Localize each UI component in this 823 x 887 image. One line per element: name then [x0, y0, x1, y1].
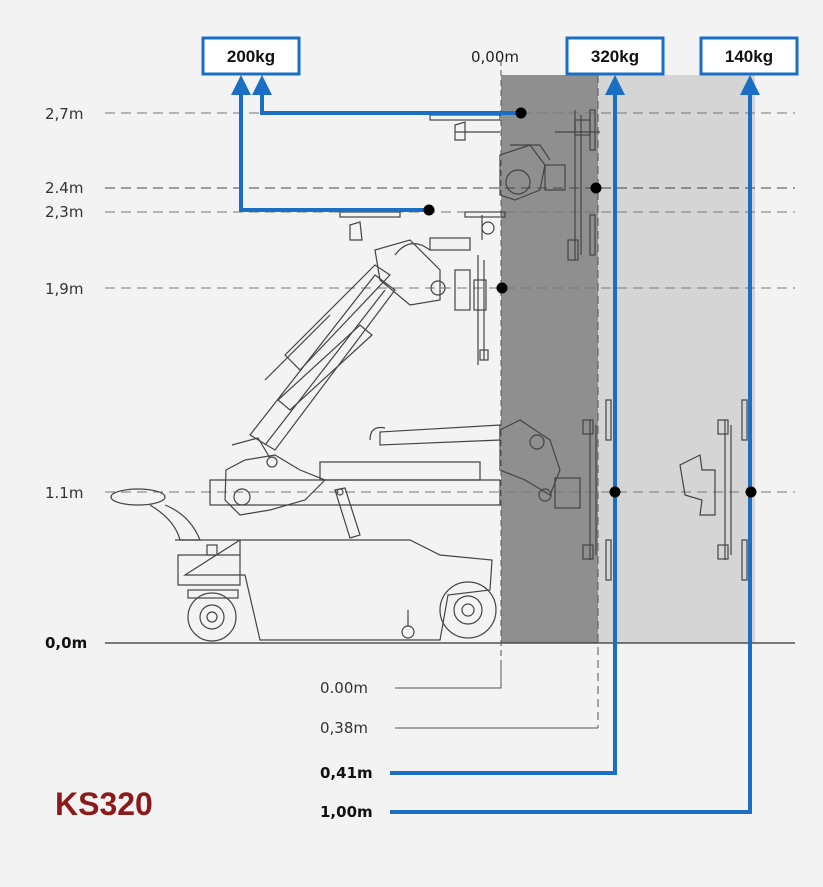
load-label-320kg: 320kg — [591, 47, 639, 66]
point-1-1-dark — [609, 486, 621, 498]
distance-label-1-00: 1,00m — [320, 803, 373, 821]
height-label-1-9: 1,9m — [45, 280, 83, 298]
load-label-200kg: 200kg — [227, 47, 275, 66]
load-box-200kg: 200kg — [201, 36, 301, 76]
point-2-7 — [515, 107, 527, 119]
load-box-320kg: 320kg — [565, 36, 665, 76]
height-label-2-4: 2.4m — [45, 179, 83, 197]
zone-light — [598, 75, 755, 643]
model-title: KS320 — [55, 786, 153, 822]
load-line-200kg-2-3 — [231, 75, 428, 212]
measurement-points — [423, 107, 757, 498]
machine-drawing — [110, 109, 748, 642]
point-2-4 — [590, 182, 602, 194]
point-1-1-light — [745, 486, 757, 498]
distance-label-0-00: 0.00m — [320, 679, 368, 697]
point-2-3 — [423, 204, 435, 216]
distance-leaders — [395, 660, 598, 729]
point-1-9 — [496, 282, 508, 294]
height-label-0-0: 0,0m — [45, 634, 87, 652]
load-label-140kg: 140kg — [725, 47, 773, 66]
load-line-200kg-2-7 — [252, 75, 520, 115]
height-label-2-7: 2,7m — [45, 105, 83, 123]
load-line-140kg — [390, 75, 760, 814]
load-lines — [231, 75, 760, 814]
distance-label-0-38: 0,38m — [320, 719, 368, 737]
load-box-140kg: 140kg — [699, 36, 799, 76]
height-label-1-1: 1.1m — [45, 484, 83, 502]
height-label-2-3: 2,3m — [45, 203, 83, 221]
reference-label: 0,00m — [471, 48, 519, 66]
distance-label-0-41: 0,41m — [320, 764, 373, 782]
load-line-320kg — [390, 75, 625, 775]
leader-0-00 — [395, 660, 502, 689]
